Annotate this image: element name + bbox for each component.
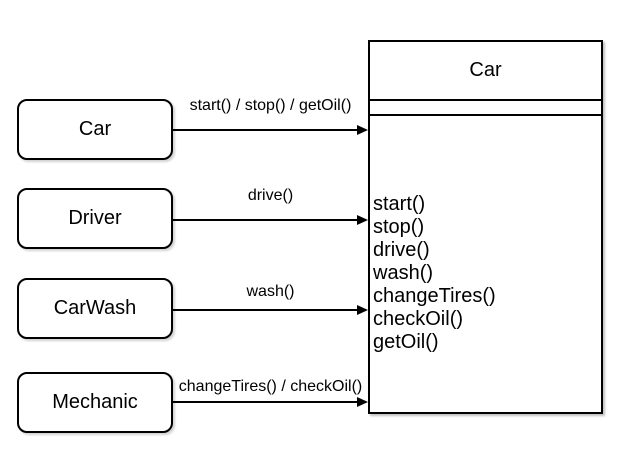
method-item: wash() <box>373 262 434 284</box>
method-item: stop() <box>373 216 425 238</box>
edge-label-carwash-messages: wash() <box>246 283 295 300</box>
edge-label-mechanic-messages: changeTires() / checkOil() <box>178 378 363 395</box>
arrowhead-icon <box>357 304 368 315</box>
arrowhead-icon <box>357 396 368 407</box>
class-box-car: Car start() stop() drive() wash() change… <box>368 40 603 414</box>
actor-label: Car <box>78 118 112 140</box>
method-item: drive() <box>373 239 430 261</box>
actor-box-car: Car <box>17 99 173 160</box>
class-methods-compartment: start() stop() drive() wash() changeTire… <box>370 116 601 354</box>
actor-label: Driver <box>68 207 122 229</box>
actor-label: CarWash <box>53 297 137 319</box>
method-item: getOil() <box>373 331 439 353</box>
method-item: changeTires() <box>373 285 496 307</box>
arrow-line <box>173 309 359 311</box>
arrow-line <box>173 219 359 221</box>
actor-box-mechanic: Mechanic <box>17 372 173 433</box>
actor-box-carwash: CarWash <box>17 278 173 339</box>
class-title: Car <box>370 42 601 101</box>
actor-label: Mechanic <box>52 391 138 413</box>
arrow-line <box>173 129 359 131</box>
class-attributes-compartment <box>370 101 601 116</box>
arrowhead-icon <box>357 214 368 225</box>
edge-label-driver-messages: drive() <box>247 187 294 204</box>
method-item: start() <box>373 193 426 215</box>
method-item: checkOil() <box>373 308 464 330</box>
arrow-line <box>173 401 359 403</box>
actor-box-driver: Driver <box>17 188 173 249</box>
arrowhead-icon <box>357 124 368 135</box>
edge-label-car-messages: start() / stop() / getOil() <box>189 97 352 114</box>
